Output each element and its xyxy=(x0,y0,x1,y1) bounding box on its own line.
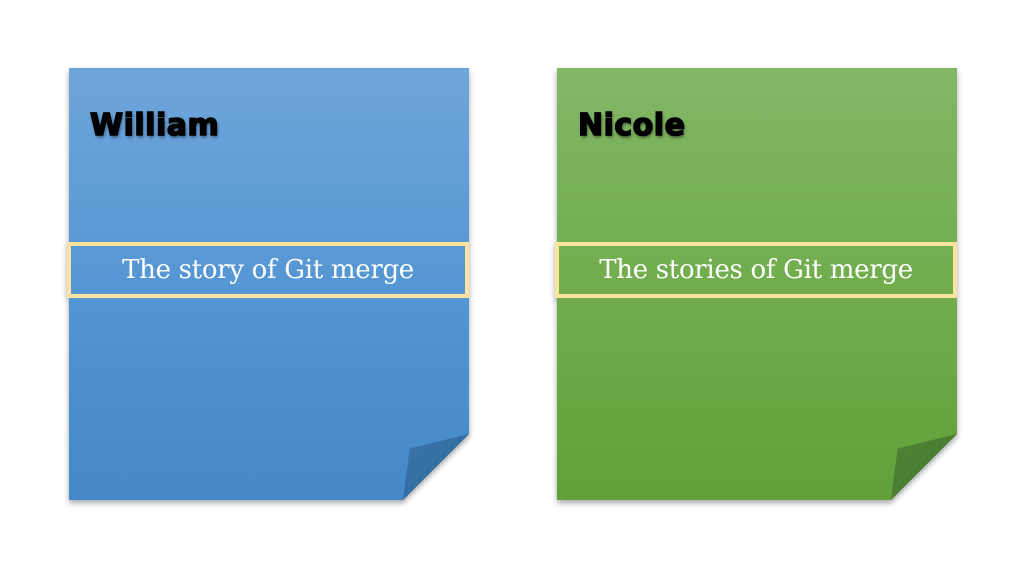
sticky-note-nicole: Nicole The stories of Git merge xyxy=(555,68,957,500)
sticky-note-william: William The story of Git merge xyxy=(67,68,469,500)
sticky-note-body xyxy=(69,68,469,500)
caption-box: The stories of Git merge xyxy=(555,242,957,298)
note-caption: The stories of Git merge xyxy=(599,255,913,285)
note-caption: The story of Git merge xyxy=(122,255,414,285)
sticky-note-body xyxy=(557,68,957,500)
note-author: Nicole xyxy=(577,107,686,144)
caption-box: The story of Git merge xyxy=(67,242,469,298)
note-author: William xyxy=(89,107,220,144)
